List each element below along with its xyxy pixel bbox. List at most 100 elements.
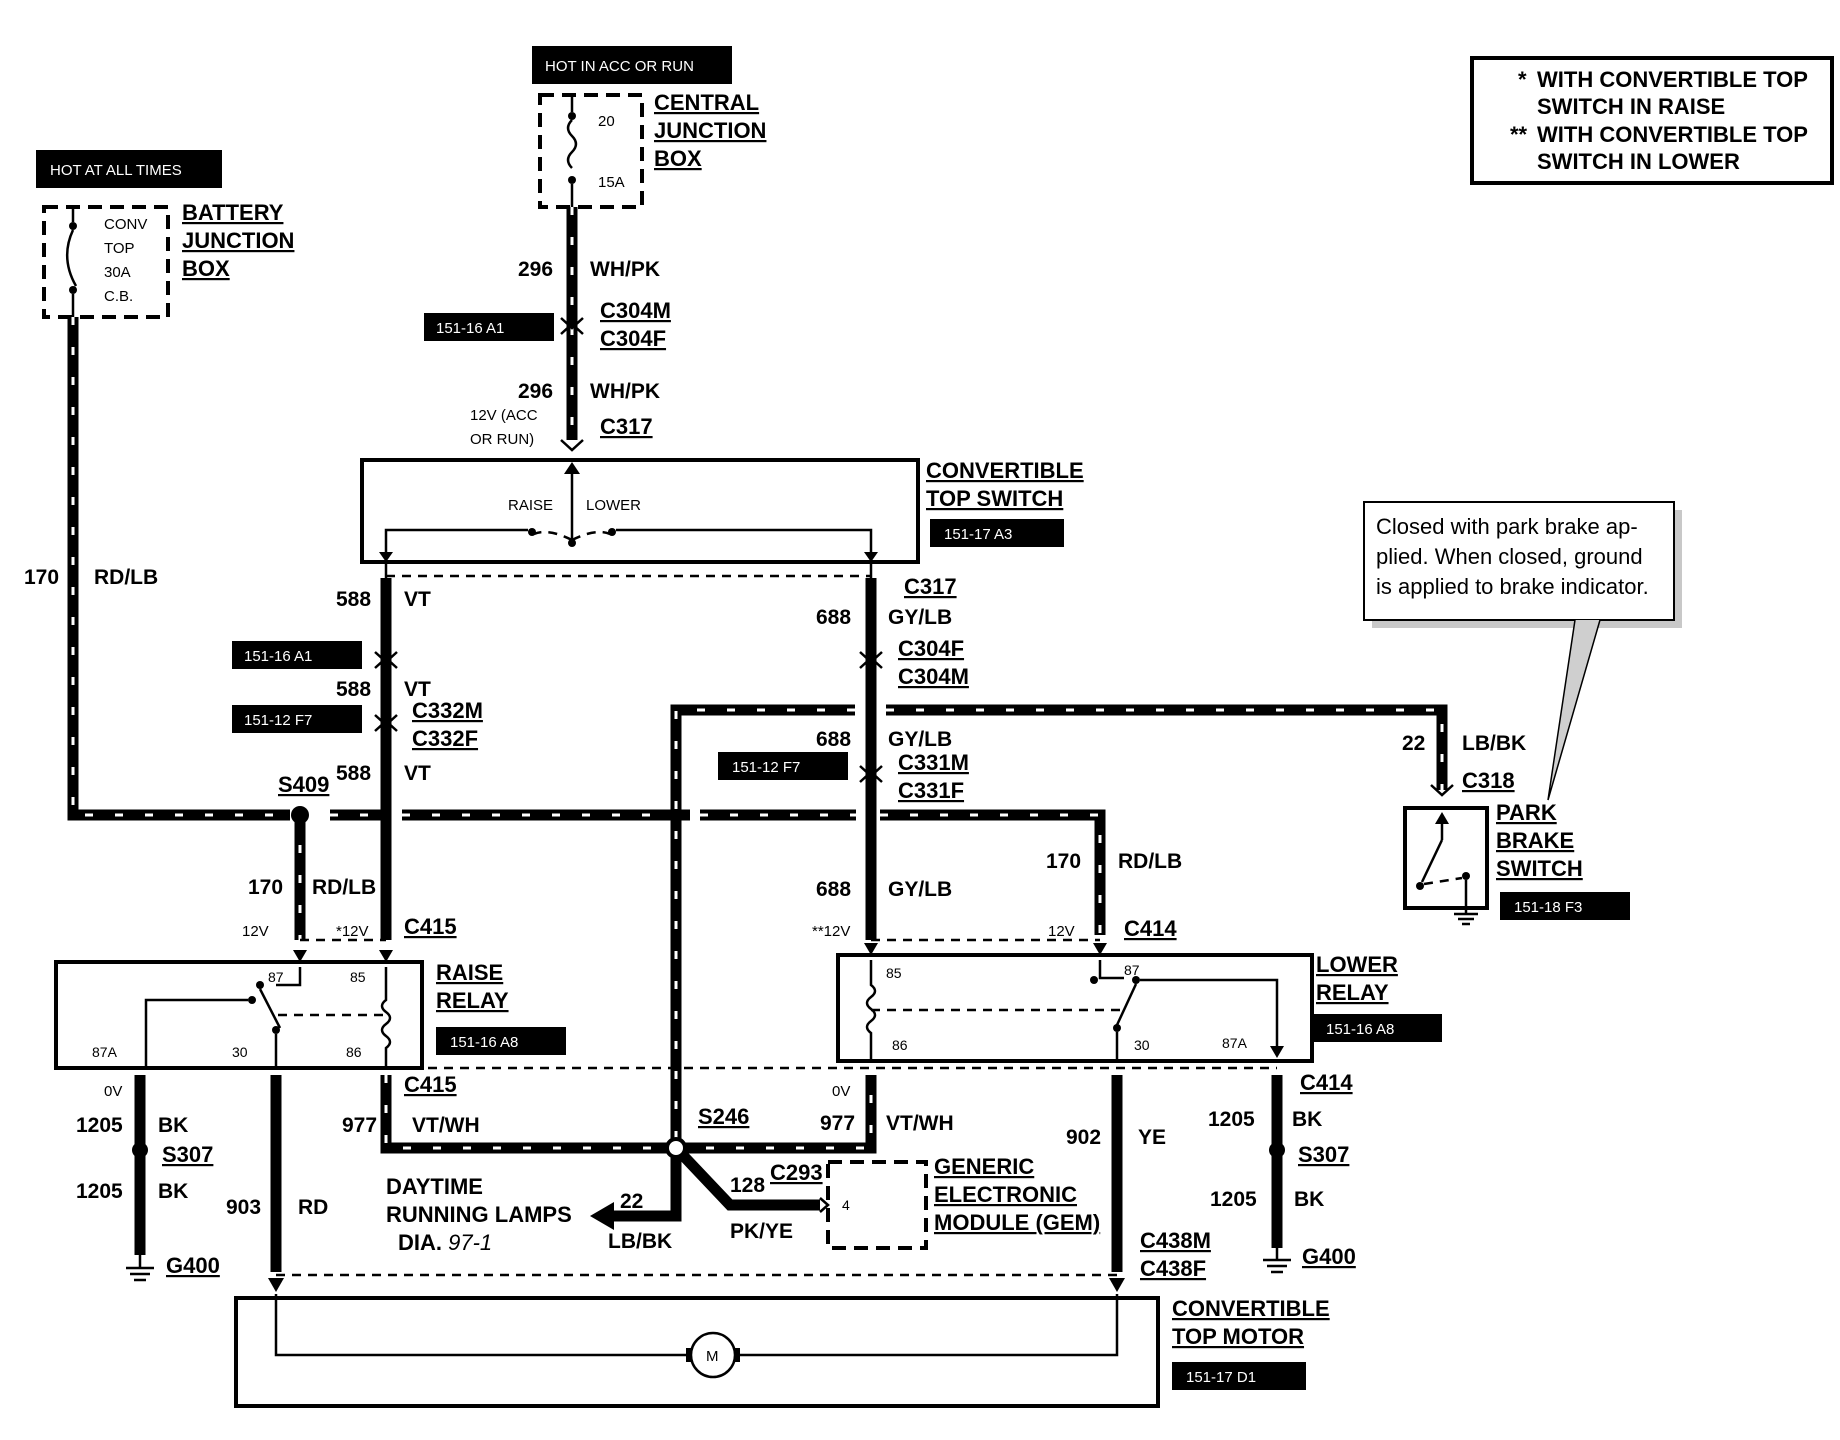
legend-line-1a: WITH CONVERTIBLE TOP (1537, 67, 1808, 92)
park-brake-note: Closed with park brake ap- plied. When c… (1363, 501, 1682, 801)
connector-c414-a: C414 (1124, 916, 1177, 941)
connector-c317-a: C317 (600, 414, 653, 439)
raise-relay-pin-86: 86 (346, 1044, 362, 1060)
connector-c331m: C331M (898, 750, 969, 775)
wire-688-b: 688 (816, 728, 851, 751)
splice-s246: S246 (698, 1104, 749, 1129)
switch-voltage-2: OR RUN) (470, 431, 534, 448)
connector-c304m-b: C304M (898, 664, 969, 689)
convertible-top-motor: M CONVERTIBLE TOP MOTOR (234, 1273, 1330, 1408)
connector-c332m: C332M (412, 698, 483, 723)
ground-g400-b: G400 (1302, 1244, 1356, 1269)
ground-symbols (126, 1248, 1291, 1282)
central-fuse-num: 20 (598, 113, 615, 130)
connector-c438m: C438M (1140, 1228, 1211, 1253)
wire-1205-b: 1205 (76, 1180, 123, 1203)
convertible-top-switch: RAISE LOWER CONVERTIBLE TOP SWITCH 12V (… (360, 407, 1084, 578)
wire-170-a: 170 (24, 566, 59, 589)
wire-588-b: 588 (336, 678, 371, 701)
central-fuse-rating: 15A (598, 174, 625, 191)
gem-name-2: ELECTRONIC (934, 1182, 1077, 1207)
connector-c332f: C332F (412, 726, 478, 751)
connector-c293: C293 (770, 1160, 823, 1185)
splice-dots (132, 806, 1285, 1159)
switch-voltage-1: 12V (ACC (470, 407, 538, 424)
ref-151-16-a8-a: 151-16 A8 (450, 1034, 518, 1051)
ref-151-16-a8-b: 151-16 A8 (1326, 1021, 1394, 1038)
connector-c304f-a: C304F (600, 326, 666, 351)
lower-relay-name-2: RELAY (1316, 980, 1389, 1005)
raise-relay-v-bottom: 0V (104, 1083, 122, 1100)
battery-hot-tag: HOT AT ALL TIMES (36, 150, 222, 188)
splice-s307-a: S307 (162, 1142, 213, 1167)
wire-1205-a-color: BK (158, 1114, 188, 1137)
lower-relay: 85 87 86 30 87A **12V 12V 0V LOWER RELAY (812, 923, 1398, 1100)
raise-relay-name-2: RELAY (436, 988, 509, 1013)
wire-688-c-color: GY/LB (888, 878, 952, 901)
connector-c304m-a: C304M (600, 298, 671, 323)
connector-c304f-b: C304F (898, 636, 964, 661)
central-jb-name-2: JUNCTION (654, 118, 766, 143)
drl-line-3a: DIA. (398, 1230, 448, 1255)
wire-688-b-color: GY/LB (888, 728, 952, 751)
wire-977-a-color: VT/WH (412, 1114, 480, 1137)
legend-marker-2: ** (1510, 122, 1528, 147)
wire-22-a-color: LB/BK (1462, 732, 1526, 755)
battery-jb-name-2: JUNCTION (182, 228, 294, 253)
wire-902-color: YE (1138, 1126, 1166, 1149)
wire-296-a: 296 (518, 258, 553, 281)
wire-128-gem (672, 1144, 820, 1211)
wire-588-a: 588 (336, 588, 371, 611)
park-brake-name-3: SWITCH (1496, 856, 1583, 881)
central-junction-box: 20 15A CENTRAL JUNCTION BOX (538, 90, 766, 209)
battery-jb-name-3: BOX (182, 256, 230, 281)
lower-relay-pin-86: 86 (892, 1037, 908, 1053)
battery-fuse-l4: C.B. (104, 288, 133, 305)
connector-c414-b: C414 (1300, 1070, 1353, 1095)
ref-151-12-f7-b: 151-12 F7 (732, 759, 800, 776)
ref-151-16-a1-a: 151-16 A1 (436, 320, 504, 337)
lower-relay-v-left: **12V (812, 923, 850, 940)
svg-text:HOT IN ACC OR RUN: HOT IN ACC OR RUN (545, 58, 694, 75)
wire-688-a-color: GY/LB (888, 606, 952, 629)
wire-296-b: 296 (518, 380, 553, 403)
wire-977-b: 977 (820, 1112, 855, 1135)
wire-170-b: 170 (248, 876, 283, 899)
wire-1205-d: 1205 (1210, 1188, 1257, 1211)
motor-name-2: TOP MOTOR (1172, 1324, 1304, 1349)
acc-run-hot-tag: HOT IN ACC OR RUN (532, 46, 732, 84)
wire-902: 902 (1066, 1126, 1101, 1149)
connector-c318: C318 (1462, 768, 1515, 793)
wire-1205-c-color: BK (1292, 1108, 1322, 1131)
raise-relay-pin-30: 30 (232, 1044, 248, 1060)
battery-fuse-l3: 30A (104, 264, 131, 281)
switch-name-1: CONVERTIBLE (926, 458, 1084, 483)
svg-text:HOT AT ALL TIMES: HOT AT ALL TIMES (50, 162, 182, 179)
raise-relay-pin-87a: 87A (92, 1044, 118, 1060)
wire-1205-b-color: BK (158, 1180, 188, 1203)
battery-fuse-l2: TOP (104, 240, 135, 257)
splice-s409: S409 (278, 772, 329, 797)
wire-22-a: 22 (1402, 732, 1425, 755)
wire-22-b-color: LB/BK (608, 1230, 672, 1253)
drl-line-3b: 97-1 (448, 1230, 492, 1255)
legend-line-1b: SWITCH IN RAISE (1537, 94, 1725, 119)
lower-relay-v-bottom: 0V (832, 1083, 850, 1100)
wire-588-a-color: VT (404, 588, 431, 611)
legend-box: * WITH CONVERTIBLE TOP SWITCH IN RAISE *… (1470, 56, 1834, 185)
ref-151-17-d1: 151-17 D1 (1186, 1369, 1256, 1386)
wire-296-b-color: WH/PK (590, 380, 660, 403)
note-line-2: plied. When closed, ground (1376, 544, 1643, 569)
park-brake-switch: PARK BRAKE SWITCH (1403, 800, 1583, 926)
lower-relay-name-1: LOWER (1316, 952, 1398, 977)
ref-151-16-a1-b: 151-16 A1 (244, 648, 312, 665)
gem-name-1: GENERIC (934, 1154, 1034, 1179)
ref-151-17-a3: 151-17 A3 (944, 526, 1012, 543)
lower-relay-pin-87a: 87A (1222, 1035, 1248, 1051)
raise-relay-pin-87: 87 (268, 969, 284, 985)
drl-line-1: DAYTIME (386, 1174, 483, 1199)
connector-c415-b: C415 (404, 1072, 457, 1097)
wire-903-color: RD (298, 1196, 328, 1219)
wire-170-c: 170 (1046, 850, 1081, 873)
